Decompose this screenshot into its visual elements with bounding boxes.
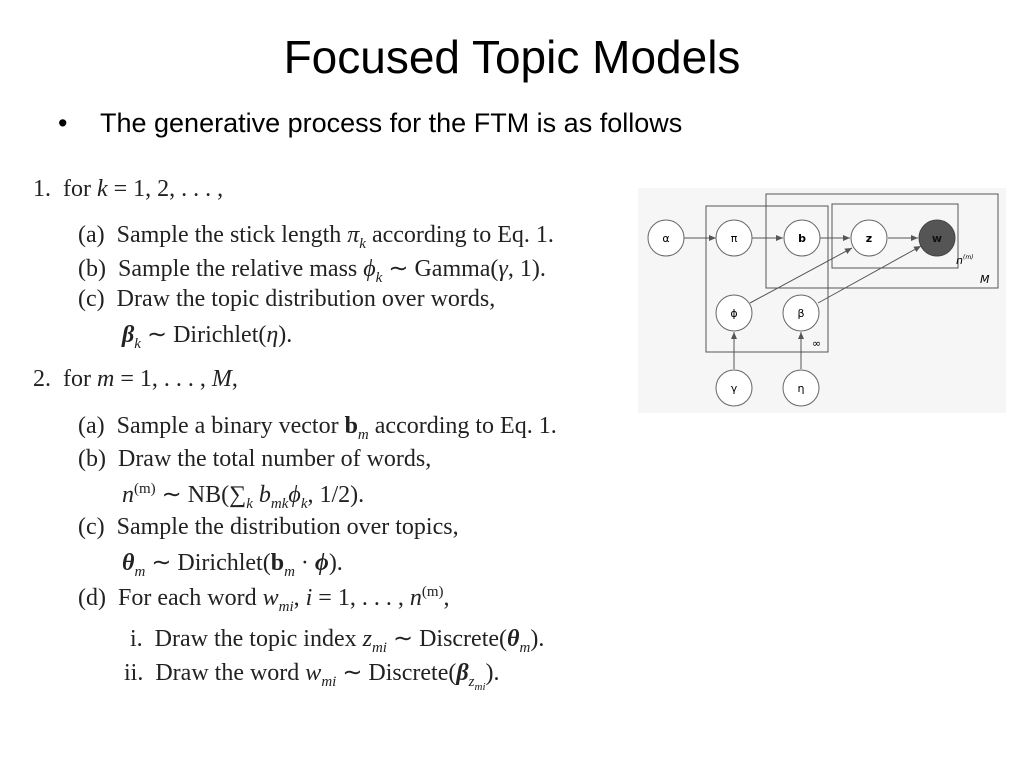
- node-alpha: α: [647, 219, 685, 257]
- plate-diagram-svg: α π b z w ϕ β γ: [638, 188, 1006, 413]
- svg-text:b: b: [798, 232, 806, 245]
- node-z: z: [850, 219, 888, 257]
- step-2c-formula: θm ∼ Dirichlet(bm · ϕ).: [122, 550, 343, 580]
- step-2b-formula: n(m) ∼ NB(∑k bmkϕk, 1/2).: [122, 481, 365, 512]
- word-plate: [831, 203, 959, 269]
- slide-title: Focused Topic Models: [283, 31, 741, 83]
- node-eta: η: [782, 369, 820, 407]
- node-w-observed: w: [918, 219, 956, 257]
- step-2b: (b) Draw the total number of words,: [78, 446, 432, 472]
- step-2d: (d) For each word wmi, i = 1, . . . , n(…: [78, 584, 450, 615]
- edge-beta-w: [817, 245, 922, 304]
- node-phi: ϕ: [715, 294, 753, 332]
- step-1c-formula: βk ∼ Dirichlet(η).: [122, 322, 293, 352]
- svg-text:w: w: [932, 232, 942, 245]
- svg-text:β: β: [797, 307, 804, 320]
- step-2: 2. for m = 1, . . . , M,: [33, 366, 238, 392]
- node-b: b: [783, 219, 821, 257]
- step-1: 1. for k = 1, 2, . . . ,: [33, 176, 224, 202]
- document-plate-label: M: [980, 273, 990, 286]
- step-2d-ii: ii. Draw the word wmi ∼ Discrete(βzmi).: [124, 660, 500, 693]
- svg-text:α: α: [662, 232, 669, 245]
- step-1b: (b) Sample the relative mass ϕk ∼ Gamma(…: [78, 256, 546, 286]
- node-pi: π: [715, 219, 753, 257]
- step-1c: (c) Draw the topic distribution over wor…: [78, 286, 496, 312]
- word-plate-label: n(m): [956, 254, 974, 267]
- step-number: 1.: [33, 176, 51, 202]
- bullet-dot-icon: •: [58, 108, 68, 138]
- svg-text:z: z: [866, 232, 872, 245]
- step-2c: (c) Sample the distribution over topics,: [78, 514, 459, 540]
- graphical-model-diagram: α π b z w ϕ β γ: [638, 188, 1006, 413]
- edge-phi-z: [749, 247, 853, 304]
- svg-text:γ: γ: [731, 382, 738, 395]
- svg-text:η: η: [798, 382, 805, 395]
- bullet-text: The generative process for the FTM is as…: [100, 108, 683, 138]
- topic-plate: [705, 205, 829, 353]
- topic-plate-label: ∞: [812, 337, 821, 350]
- svg-text:π: π: [731, 232, 738, 245]
- step-1a: (a) Sample the stick length πk according…: [78, 222, 554, 252]
- step-number: 2.: [33, 366, 51, 392]
- step-2d-i: i. Draw the topic index zmi ∼ Discrete(θ…: [130, 626, 545, 656]
- node-gamma: γ: [715, 369, 753, 407]
- node-beta: β: [782, 294, 820, 332]
- step-2a: (a) Sample a binary vector bm according …: [78, 413, 557, 443]
- document-plate: [765, 193, 999, 289]
- svg-text:ϕ: ϕ: [730, 307, 737, 320]
- bullet-item: • The generative process for the FTM is a…: [58, 108, 682, 139]
